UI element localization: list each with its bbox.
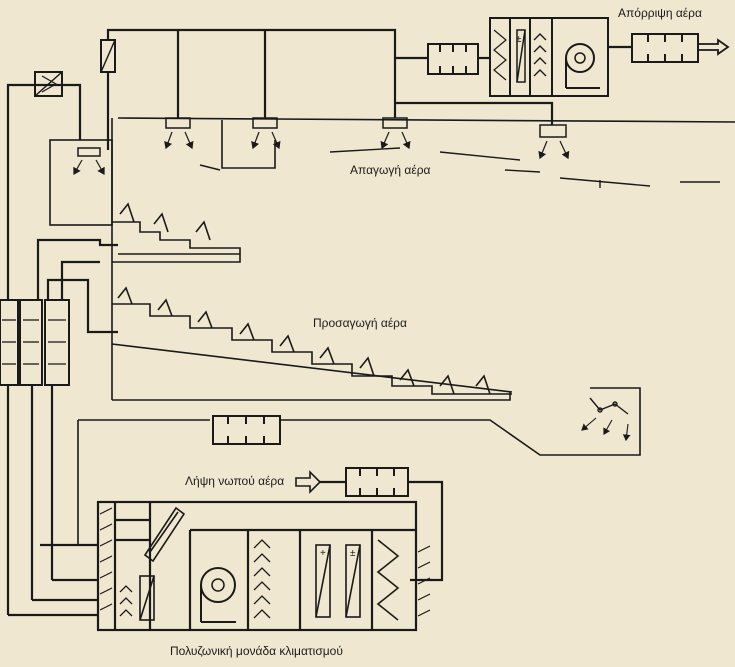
- zone-heater-bank: [0, 299, 70, 386]
- damper-box-exhaust: [427, 43, 479, 75]
- ahu-zigzag-filter: [376, 539, 400, 621]
- side-return-grille: [589, 397, 629, 415]
- ahu-intake-louvers: [417, 545, 431, 617]
- filter-box-left: [34, 71, 63, 97]
- fresh-air-damper-box: [345, 467, 409, 497]
- svg-text:+: +: [320, 548, 326, 559]
- damper-box-outlet: [631, 33, 699, 63]
- diffuser-airflow: [73, 131, 570, 176]
- upper-seating-tier: [112, 202, 241, 263]
- exhaust-arrow: [698, 38, 730, 56]
- ahu-heating-coil: [315, 544, 361, 618]
- label-multizone-unit: Πολυζωνική μονάδα κλιματισμού: [170, 644, 343, 658]
- label-exhaust-air: Απόρριψη αέρα: [618, 6, 702, 20]
- lower-seating-tier: [111, 286, 513, 395]
- label-supply-air: Προσαγωγή αέρα: [313, 316, 407, 330]
- ahu-coil-angled: [139, 506, 186, 621]
- side-grille-arrows: [581, 417, 631, 442]
- label-fresh-air-intake: Λήψη νωπού αέρα: [185, 474, 285, 488]
- filter-box-top: [100, 39, 116, 73]
- multizone-ahu: [96, 500, 418, 632]
- ahu-fan: [200, 567, 236, 623]
- svg-text:±: ±: [516, 34, 522, 45]
- exhaust-fan-unit: [489, 17, 609, 97]
- return-damper-box: [212, 415, 281, 445]
- building-outline: [49, 117, 735, 545]
- svg-text:±: ±: [350, 548, 356, 559]
- return-grille-lines: [329, 147, 720, 188]
- return-duct-network: [106, 28, 632, 150]
- fresh-air-arrow: [295, 470, 322, 494]
- coil-symbols: + ± ±: [320, 34, 522, 559]
- left-supply-ducts: [6, 83, 118, 617]
- ahu-filter-chevrons: [119, 539, 271, 619]
- ceiling-diffusers: [77, 117, 567, 157]
- label-return-air: Απαγωγή αέρα: [350, 163, 431, 177]
- ahu-zone-dampers: [99, 507, 113, 611]
